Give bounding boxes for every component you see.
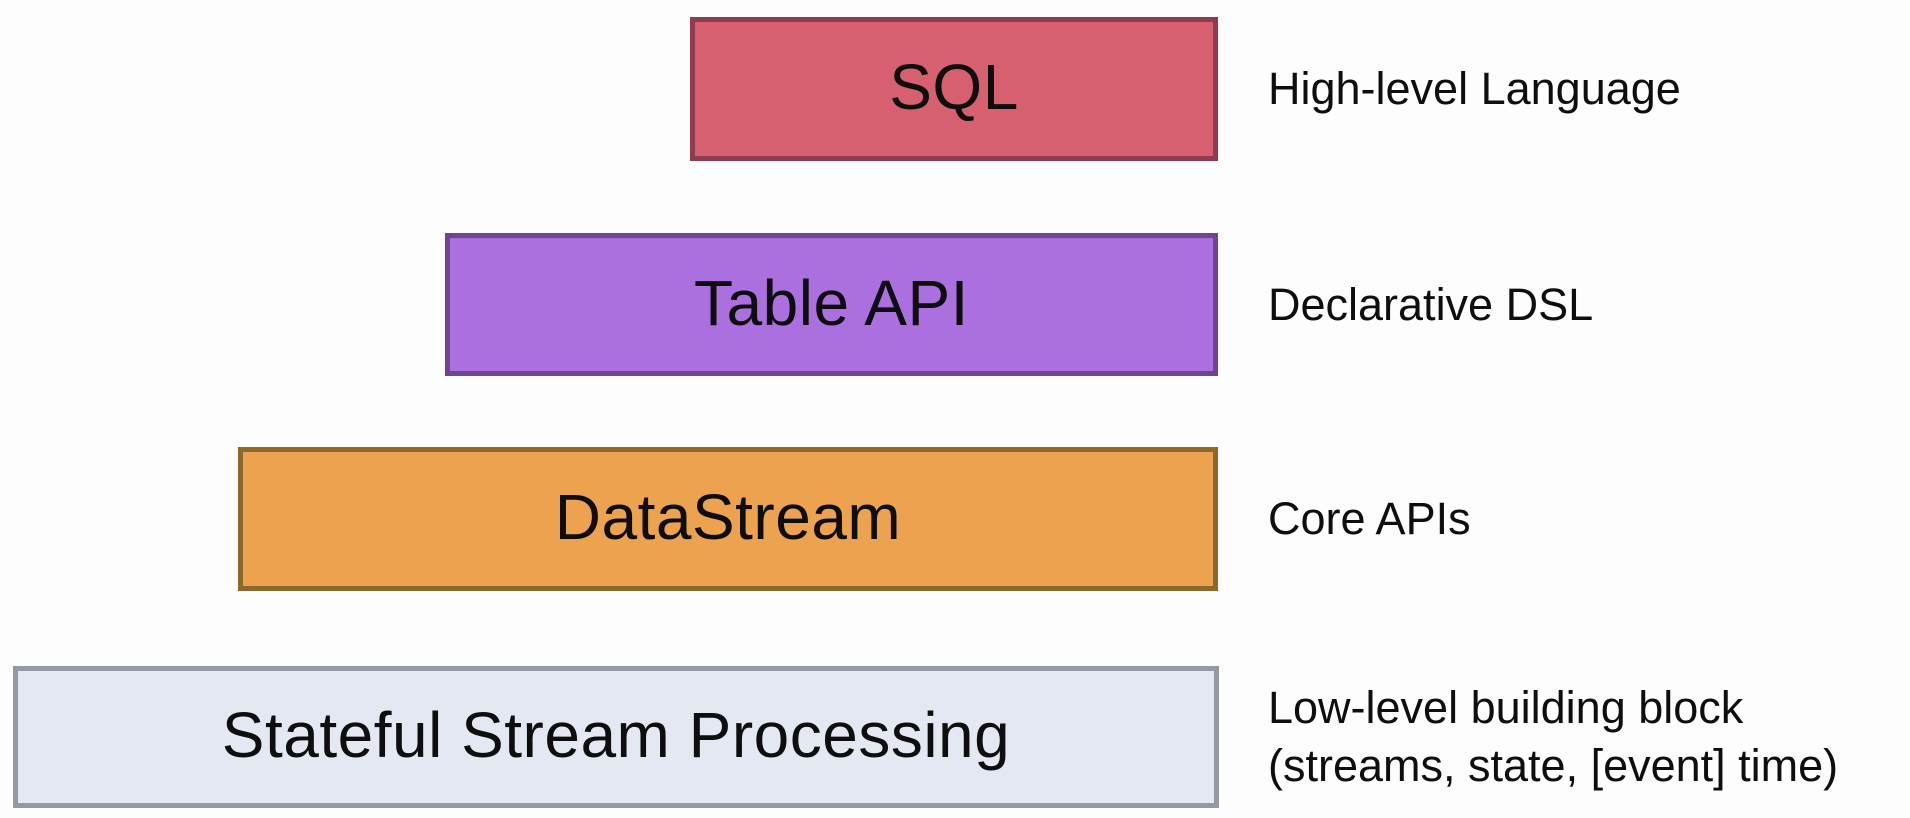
annotation-line: Core APIs	[1268, 493, 1471, 544]
layer-box-table-api: Table API	[445, 233, 1218, 376]
layer-annotation-datastream: Core APIs	[1268, 447, 1471, 591]
annotation-line: Low-level building block	[1268, 682, 1744, 733]
layer-label-stateful-stream-processing: Stateful Stream Processing	[221, 699, 1011, 771]
annotation-line: (streams, state, [event] time)	[1268, 740, 1839, 791]
layer-label-sql: SQL	[889, 51, 1019, 123]
annotation-line: Declarative DSL	[1268, 278, 1594, 330]
layer-annotation-sql: High-level Language	[1268, 17, 1681, 161]
layer-annotation-stateful-stream-processing: Low-level building block (streams, state…	[1268, 666, 1838, 808]
layer-label-table-api: Table API	[694, 266, 969, 339]
layer-label-datastream: DataStream	[554, 481, 902, 553]
layer-box-stateful-stream-processing: Stateful Stream Processing	[13, 666, 1219, 808]
layer-annotation-table-api: Declarative DSL	[1268, 233, 1593, 376]
layer-box-sql: SQL	[690, 17, 1218, 161]
annotation-line: High-level Language	[1268, 63, 1681, 114]
layer-box-datastream: DataStream	[238, 447, 1218, 591]
